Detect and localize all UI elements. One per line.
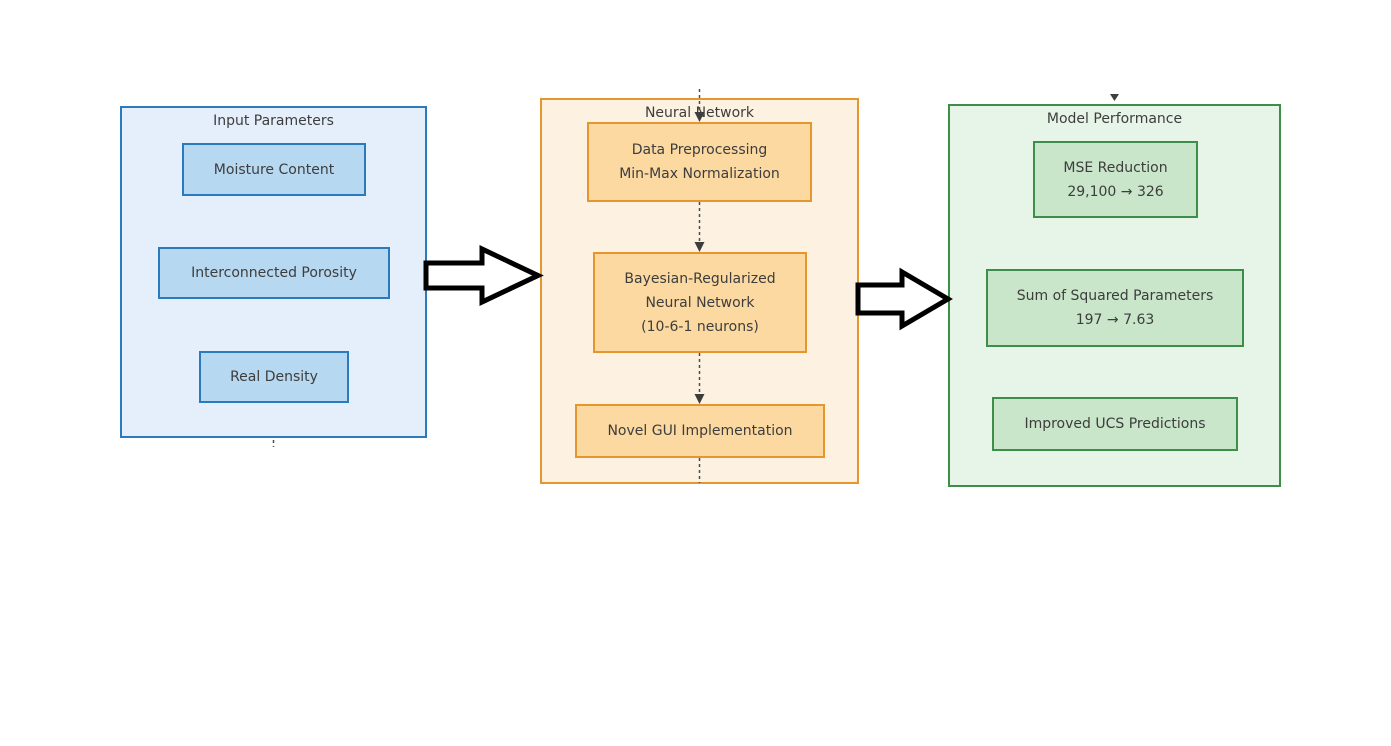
section-neural-network: Neural Network Data Preprocessing Min-Ma…	[540, 98, 859, 484]
node-bayesian-line1: Bayesian-Regularized	[624, 270, 776, 287]
node-mse-line1: MSE Reduction	[1063, 159, 1168, 176]
node-mse-reduction: MSE Reduction 29,100 → 326	[1033, 141, 1198, 218]
section-input-title: Input Parameters	[213, 113, 334, 129]
flow-arrow-network-to-performance-icon	[855, 267, 953, 331]
flow-arrow-input-to-network-icon	[423, 245, 544, 306]
node-gui-label: Novel GUI Implementation	[607, 423, 793, 439]
node-mse-line2: 29,100 → 326	[1067, 183, 1164, 200]
node-real-density-label: Real Density	[230, 369, 318, 385]
node-data-preprocessing-line1: Data Preprocessing	[631, 142, 768, 158]
arrowhead-performance-top-icon	[1110, 94, 1119, 101]
node-ucs-label: Improved UCS Predictions	[1024, 416, 1206, 432]
node-data-preprocessing: Data Preprocessing Min-Max Normalization	[587, 122, 812, 202]
node-real-density: Real Density	[199, 351, 349, 403]
section-input-parameters: Input Parameters Moisture Content Interc…	[120, 106, 427, 438]
section-performance-title: Model Performance	[1046, 111, 1183, 127]
node-bayesian-line2: Neural Network	[645, 294, 755, 311]
node-bayesian-line3: (10-6-1 neurons)	[641, 318, 759, 335]
node-moisture-content: Moisture Content	[182, 143, 366, 196]
node-novel-gui-implementation: Novel GUI Implementation	[575, 404, 825, 458]
node-sum-line1: Sum of Squared Parameters	[1016, 288, 1214, 304]
node-moisture-content-label: Moisture Content	[213, 161, 335, 178]
node-data-preprocessing-line2: Min-Max Normalization	[619, 166, 780, 182]
node-interconnected-porosity: Interconnected Porosity	[158, 247, 390, 299]
section-network-title: Neural Network	[644, 105, 755, 121]
node-interconnected-porosity-label: Interconnected Porosity	[191, 265, 357, 281]
node-sum-squared-parameters: Sum of Squared Parameters 197 → 7.63	[986, 269, 1244, 347]
node-bayesian-regularized-network: Bayesian-Regularized Neural Network (10-…	[593, 252, 807, 353]
section-model-performance: Model Performance MSE Reduction 29,100 →…	[948, 104, 1281, 487]
node-improved-ucs-predictions: Improved UCS Predictions	[992, 397, 1238, 451]
node-sum-line2: 197 → 7.63	[1075, 312, 1155, 328]
